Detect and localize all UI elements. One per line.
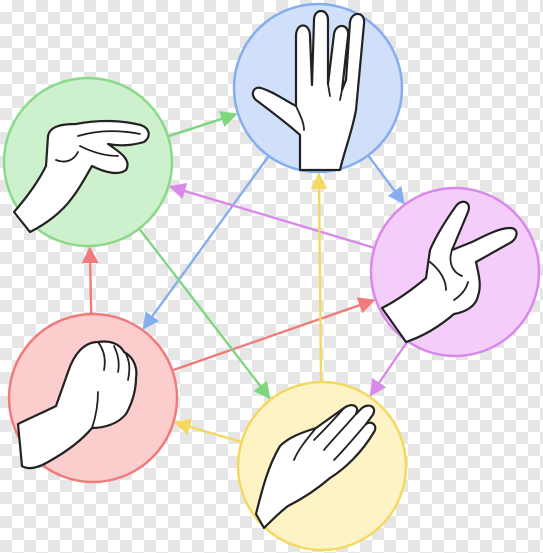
node-lizard: [2, 76, 174, 248]
edge-scissors-to-paper: [369, 340, 409, 397]
edge-lizard-to-paper: [138, 227, 271, 400]
node-rock: [7, 312, 179, 484]
edge-lizard-to-spock: [167, 110, 238, 138]
node-scissors: [369, 186, 541, 358]
node-spock: [232, 2, 404, 174]
edge-rock-to-lizard: [81, 246, 99, 315]
edge-paper-to-rock: [173, 418, 242, 444]
edge-rock-to-scissors: [171, 297, 376, 372]
node-paper: [236, 380, 408, 552]
spock-hand-icon: [251, 9, 366, 172]
edge-paper-to-spock: [310, 172, 328, 383]
edges-layer: [81, 110, 409, 444]
paper-hand-icon: [254, 404, 377, 530]
edge-spock-to-rock: [142, 155, 270, 330]
edge-scissors-to-lizard: [168, 182, 375, 250]
lizard-hand-icon: [12, 119, 150, 234]
edge-spock-to-scissors: [367, 154, 405, 205]
scissors-hand-icon: [380, 200, 518, 344]
rock-fist-icon: [16, 340, 138, 470]
